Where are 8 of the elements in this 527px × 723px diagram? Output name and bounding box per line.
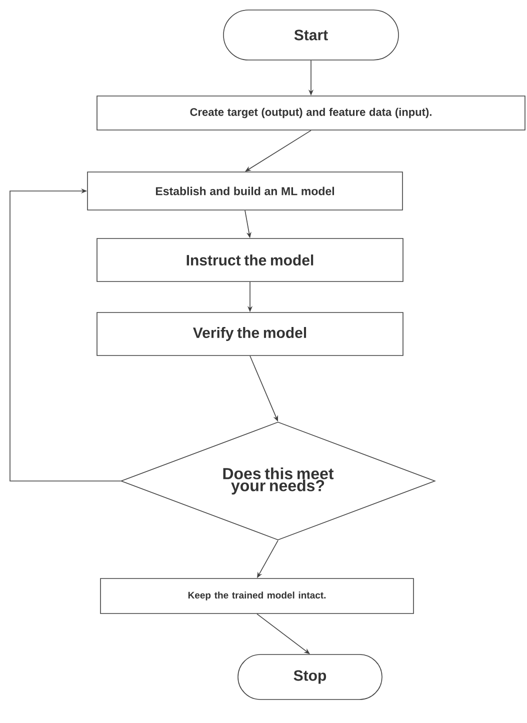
process-box: Verify the model [96,312,404,356]
process-box: Establish and build an ML model [87,172,403,210]
stop-terminal: Stop [238,654,382,700]
process-box: Instruct the model [96,238,404,282]
process-box: Keep the trained model intact. [100,578,414,614]
start-terminal: Start [223,10,399,60]
process-box: Create target (output) and feature data (input). [96,96,526,130]
arrow [10,188,121,482]
